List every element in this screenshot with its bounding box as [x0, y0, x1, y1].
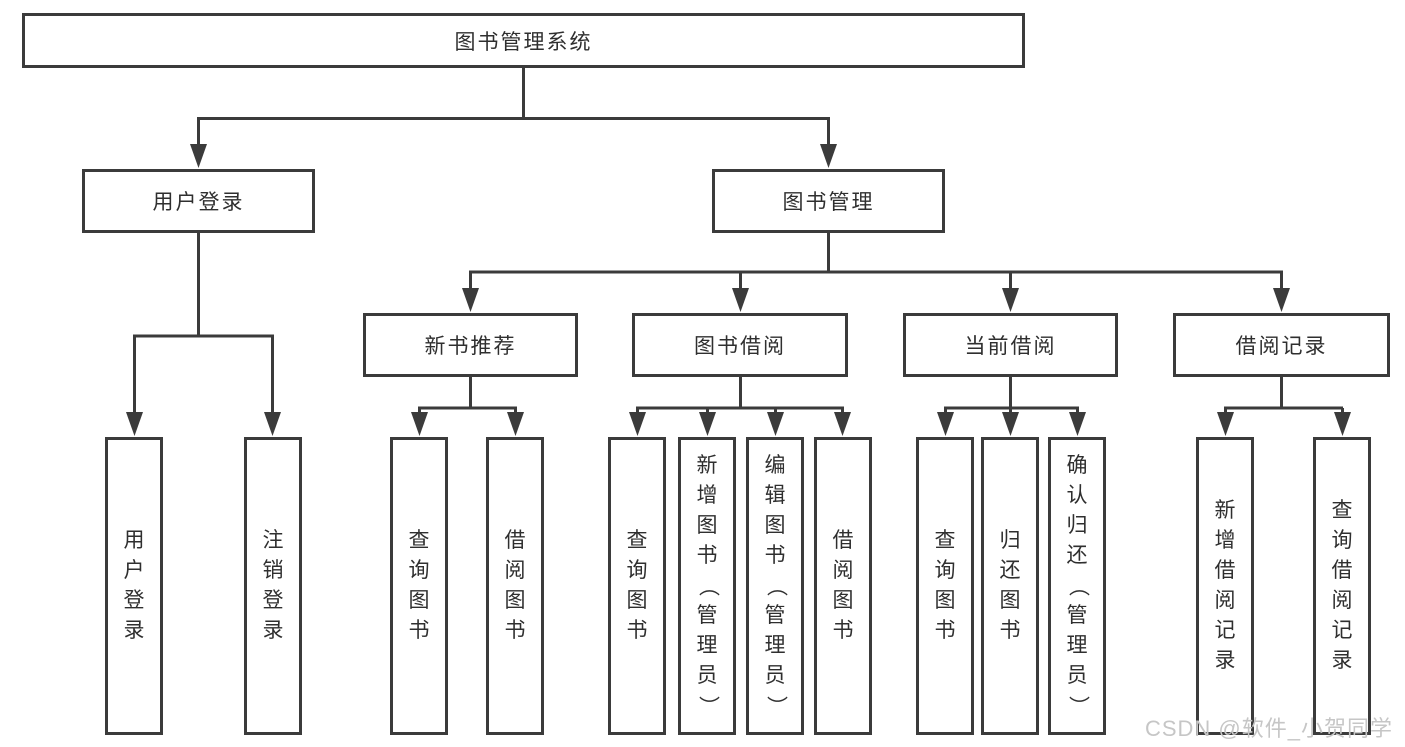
- leaf-bb-add-books-admin: 新增图书（管理员）: [678, 437, 736, 735]
- leaf-bb-edit-books-admin: 编辑图书（管理员）: [746, 437, 804, 735]
- leaf-nb-query-books: 查询图书: [390, 437, 448, 735]
- node-user-login: 用户登录: [82, 169, 315, 233]
- leaf-logout: 注销登录: [244, 437, 302, 735]
- leaf-bb-borrow-books: 借阅图书: [814, 437, 872, 735]
- leaf-br-add-record: 新增借阅记录: [1196, 437, 1254, 735]
- leaf-user-login: 用户登录: [105, 437, 163, 735]
- leaf-cb-confirm-return-admin: 确认归还（管理员）: [1048, 437, 1106, 735]
- node-current-borrowing: 当前借阅: [903, 313, 1118, 377]
- node-borrowing-records: 借阅记录: [1173, 313, 1390, 377]
- leaf-cb-return-books: 归还图书: [981, 437, 1039, 735]
- node-book-management: 图书管理: [712, 169, 945, 233]
- watermark: CSDN @软件_小贺同学: [1144, 716, 1393, 741]
- leaf-br-query-record: 查询借阅记录: [1313, 437, 1371, 735]
- node-root: 图书管理系统: [22, 13, 1025, 68]
- leaf-cb-query-books: 查询图书: [916, 437, 974, 735]
- leaf-nb-borrow-books: 借阅图书: [486, 437, 544, 735]
- leaf-bb-query-books: 查询图书: [608, 437, 666, 735]
- node-new-book-recommendation: 新书推荐: [363, 313, 578, 377]
- node-book-borrowing: 图书借阅: [632, 313, 848, 377]
